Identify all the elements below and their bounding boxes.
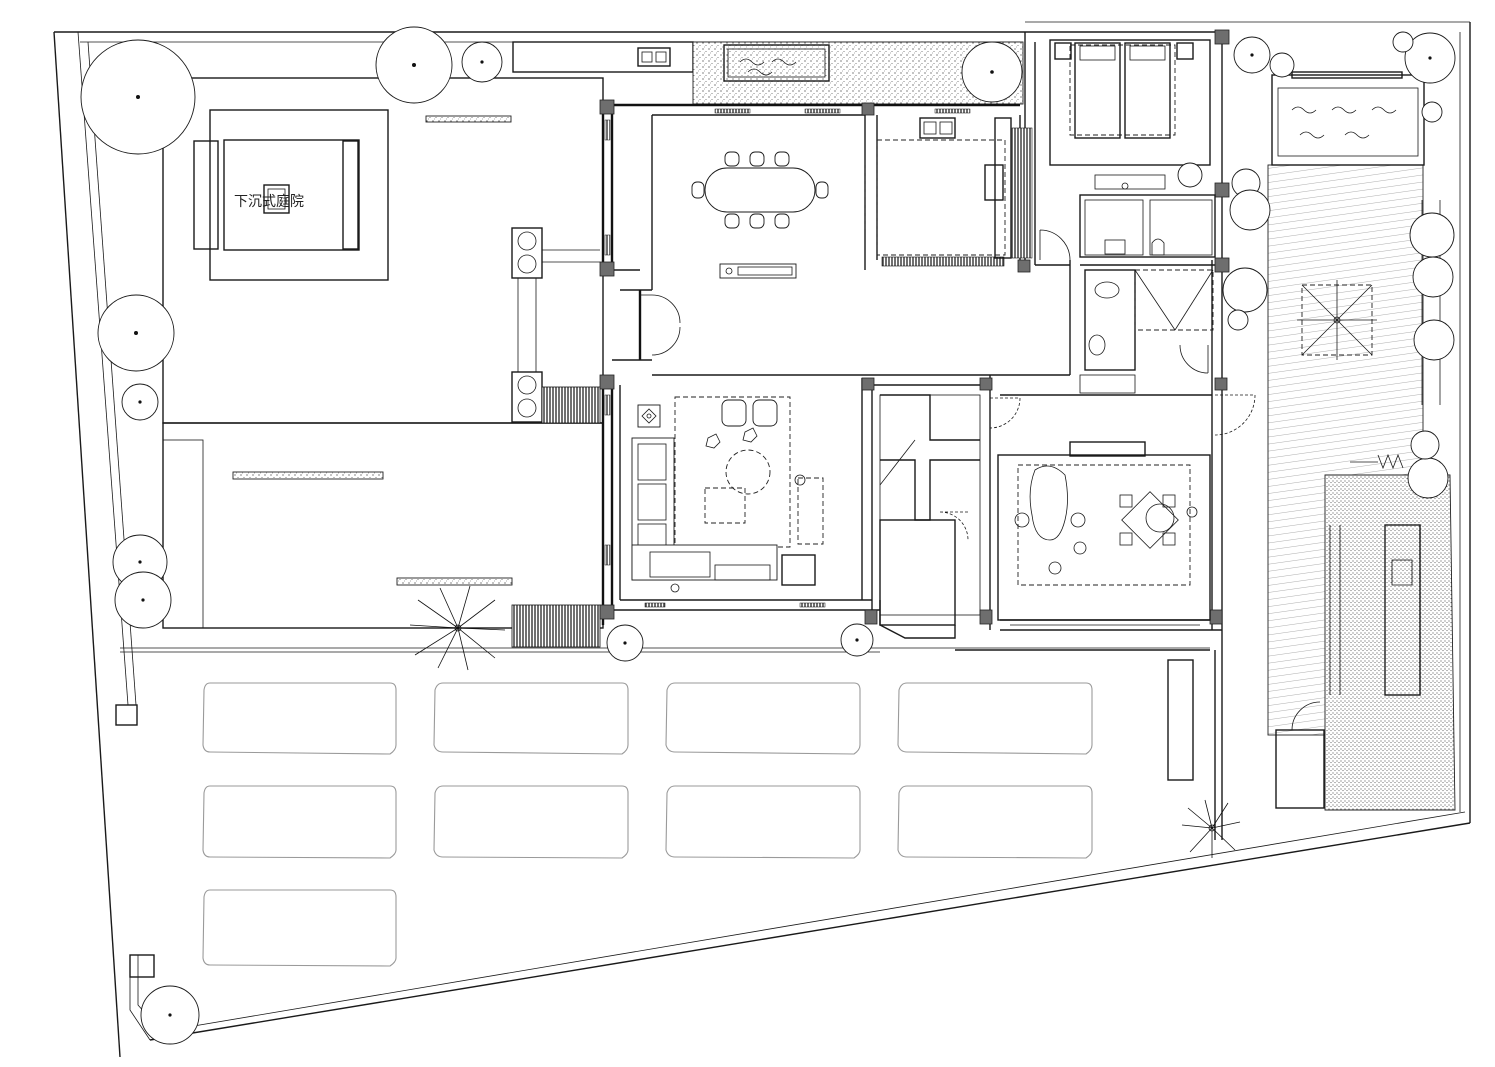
parking-space — [665, 682, 861, 755]
bathroom — [1079, 269, 1214, 394]
parking-space — [202, 682, 397, 755]
tree — [1407, 457, 1449, 499]
trees — [80, 26, 1456, 1045]
parking-space — [897, 785, 1093, 859]
shrub — [1181, 799, 1241, 858]
structural-columns — [599, 29, 1230, 625]
parking-space — [433, 682, 629, 755]
tea-room — [997, 441, 1211, 626]
parking-spaces — [202, 682, 1093, 967]
living-room — [631, 396, 824, 593]
tree — [1409, 212, 1455, 258]
doors — [640, 229, 1256, 541]
tree — [1392, 31, 1414, 53]
tree — [1229, 189, 1271, 231]
bedroom — [1049, 39, 1216, 258]
sunken-courtyard: 下沉式庭院 — [162, 41, 694, 648]
tree — [1222, 267, 1268, 313]
tree — [1227, 309, 1249, 331]
tree — [1410, 430, 1440, 460]
parking-space — [202, 889, 397, 967]
house-walls — [601, 31, 1223, 840]
sunken-courtyard-label: 下沉式庭院 — [234, 193, 304, 210]
parking-space — [433, 785, 629, 859]
parking-space — [897, 682, 1093, 755]
tree — [1412, 256, 1454, 298]
kitchen — [864, 117, 1012, 259]
right-deck — [1167, 71, 1456, 811]
dining-table — [691, 151, 829, 279]
windows — [604, 108, 1033, 608]
tree — [1269, 52, 1295, 78]
parking-space — [665, 785, 861, 859]
shrub — [409, 585, 506, 671]
parking-space — [202, 785, 397, 859]
tree — [1413, 319, 1455, 361]
tree — [1421, 101, 1443, 123]
